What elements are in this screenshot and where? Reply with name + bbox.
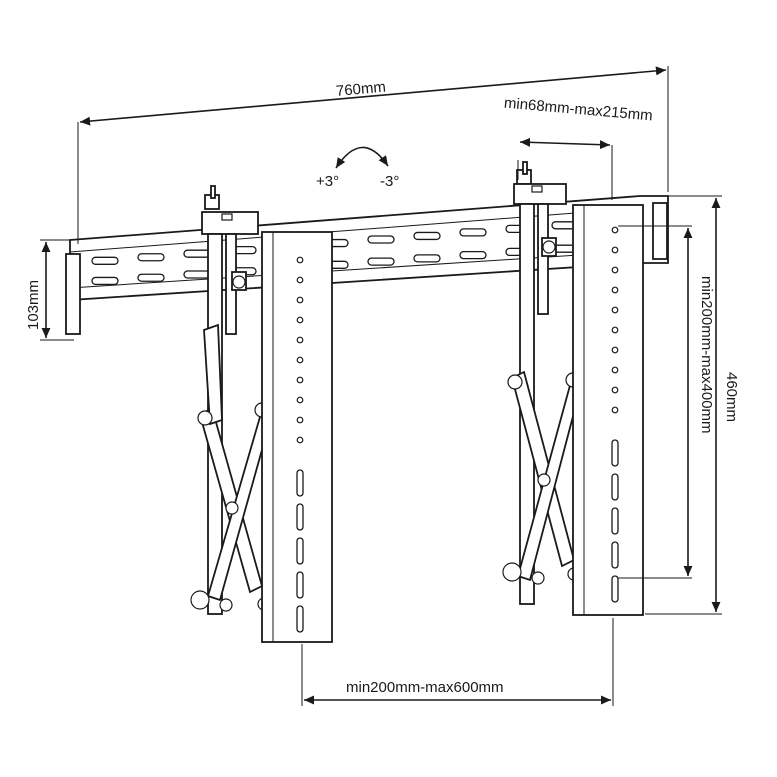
plate-hole [611, 286, 619, 294]
dim-rail-width-label: 760mm [335, 79, 386, 100]
plate-hole [611, 326, 619, 334]
rail-slot [183, 270, 211, 279]
plate-hole [611, 246, 619, 254]
dim-bracket-height-label: 460mm [723, 372, 740, 422]
rail-slot [183, 249, 211, 258]
plate-slot [611, 439, 619, 467]
plate-hole [296, 316, 304, 324]
rail-slot [367, 257, 395, 266]
plate-hole [296, 416, 304, 424]
dim-arm-depth-label: min68mm-max215mm [503, 95, 653, 125]
dim-rail-height: 103mm [25, 239, 74, 341]
plate-hole [611, 306, 619, 314]
dim-hole-horizontal-label: min200mm-max600mm [346, 679, 504, 696]
plate-hole [296, 276, 304, 284]
plate-hole [611, 346, 619, 354]
plate-hole [296, 396, 304, 404]
right-plate-holes [611, 226, 619, 603]
plate-hole [296, 296, 304, 304]
plate-hole [296, 356, 304, 364]
plate-slot [611, 507, 619, 535]
rail-slot [367, 235, 395, 244]
dim-hole-vertical: min200mm-max400mm [618, 225, 715, 579]
rail-left-end [65, 253, 81, 335]
dim-rail-width: 760mm [77, 66, 669, 244]
rail-slot [91, 256, 119, 265]
tilt-down-label: -3° [380, 173, 399, 190]
left-plate-holes [296, 256, 304, 633]
tilt-indicator: +3° -3° [316, 146, 399, 190]
plate-slot [296, 537, 304, 565]
plate-hole [296, 256, 304, 264]
rail-slot [137, 253, 165, 262]
plate-slot [611, 575, 619, 603]
right-bracket [502, 161, 644, 616]
rail-slot [413, 254, 441, 263]
plate-slot [296, 571, 304, 599]
rail-slot [459, 228, 487, 237]
dim-rail-height-label: 103mm [25, 280, 42, 330]
left-bracket [190, 185, 333, 643]
dim-hole-horizontal: min200mm-max600mm [301, 618, 614, 706]
plate-hole [611, 386, 619, 394]
plate-slot [296, 605, 304, 633]
plate-hole [611, 366, 619, 374]
rail-slot [91, 276, 119, 286]
plate-slot [296, 469, 304, 497]
plate-hole [611, 406, 619, 414]
rail-right-end [652, 202, 668, 260]
rail-slot [459, 250, 487, 260]
plate-hole [611, 266, 619, 274]
dim-hole-vertical-label: min200mm-max400mm [698, 276, 715, 434]
rail-slot [413, 231, 441, 241]
plate-slot [611, 541, 619, 569]
rail-slot [137, 273, 165, 282]
plate-hole [296, 376, 304, 384]
plate-hole [296, 436, 304, 444]
tilt-up-label: +3° [316, 173, 339, 190]
plate-hole [611, 226, 619, 234]
plate-hole [296, 336, 304, 344]
plate-slot [611, 473, 619, 501]
right-screen-plate [572, 204, 644, 616]
plate-slot [296, 503, 304, 531]
dim-bracket-height: 460mm [645, 195, 740, 615]
